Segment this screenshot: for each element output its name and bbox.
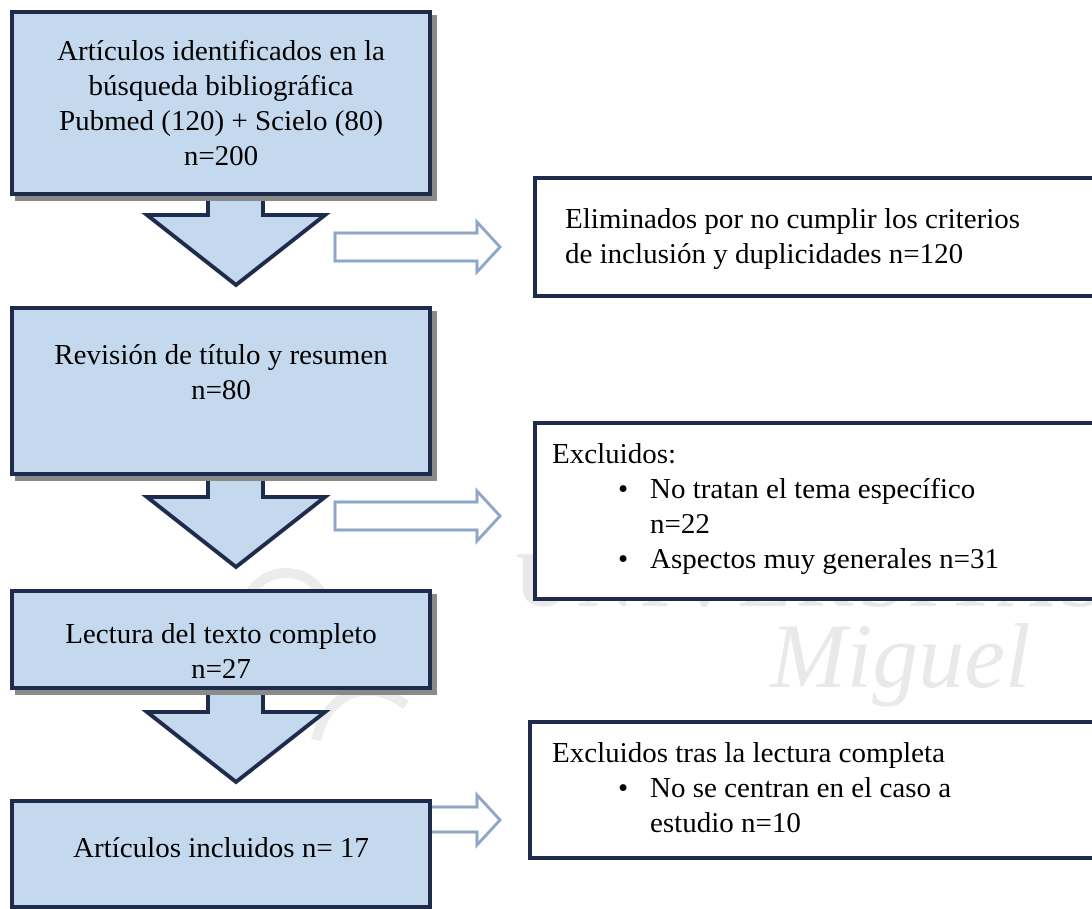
list-item-line: No tratan el tema específico: [650, 473, 976, 505]
step-line: n=80: [191, 374, 251, 406]
step-line: n=27: [191, 653, 251, 685]
exclusion-box-criteria: Eliminados por no cumplir los criterios …: [533, 176, 1092, 298]
step-line: Artículos incluidos n= 17: [73, 832, 369, 864]
step-line: n=200: [183, 140, 259, 172]
exclusion-line: de inclusión y duplicidades n=120: [565, 238, 964, 270]
exclusion-list: • No se centran en el caso a estudio n=1…: [552, 771, 1092, 841]
list-item: • No tratan el tema específico n=22: [552, 472, 1092, 542]
step-box-included: Artículos incluidos n= 17: [10, 799, 432, 909]
step-line: Artículos identificados en la: [57, 35, 385, 67]
step-line: búsqueda bibliográfica: [88, 70, 354, 102]
list-item: • No se centran en el caso a estudio n=1…: [552, 771, 1092, 841]
exclusion-box-title-abstract: Excluidos: • No tratan el tema específic…: [533, 421, 1092, 601]
bullet-icon: •: [618, 543, 629, 575]
list-item-line: estudio n=10: [650, 807, 801, 839]
exclusion-list: • No tratan el tema específico n=22 • As…: [552, 472, 1092, 577]
down-arrow-icon: [141, 190, 331, 288]
down-arrow-icon: [141, 686, 331, 785]
step-line: Revisión de título y resumen: [54, 339, 388, 371]
right-arrow-icon: [333, 487, 503, 545]
exclusion-heading: Excluidos tras la lectura completa: [552, 737, 945, 769]
list-item-line: No se centran en el caso a: [650, 772, 952, 804]
down-arrow-icon: [141, 472, 331, 570]
bullet-icon: •: [618, 772, 629, 804]
exclusion-heading: Excluidos:: [552, 438, 677, 470]
bullet-icon: •: [618, 473, 629, 505]
list-item-line: Aspectos muy generales n=31: [650, 543, 999, 575]
right-arrow-icon: [333, 218, 503, 276]
step-box-identified: Artículos identificados en la búsqueda b…: [10, 10, 432, 196]
exclusion-line: Eliminados por no cumplir los criterios: [565, 203, 1021, 235]
step-box-fulltext: Lectura del texto completo n=27: [10, 589, 432, 690]
list-item: • Aspectos muy generales n=31: [552, 542, 1092, 577]
step-line: Pubmed (120) + Scielo (80): [58, 105, 384, 137]
list-item-line: n=22: [650, 508, 710, 540]
step-box-screening: Revisión de título y resumen n=80: [10, 306, 432, 476]
exclusion-box-fulltext: Excluidos tras la lectura completa • No …: [528, 720, 1092, 860]
step-line: Lectura del texto completo: [65, 618, 377, 650]
